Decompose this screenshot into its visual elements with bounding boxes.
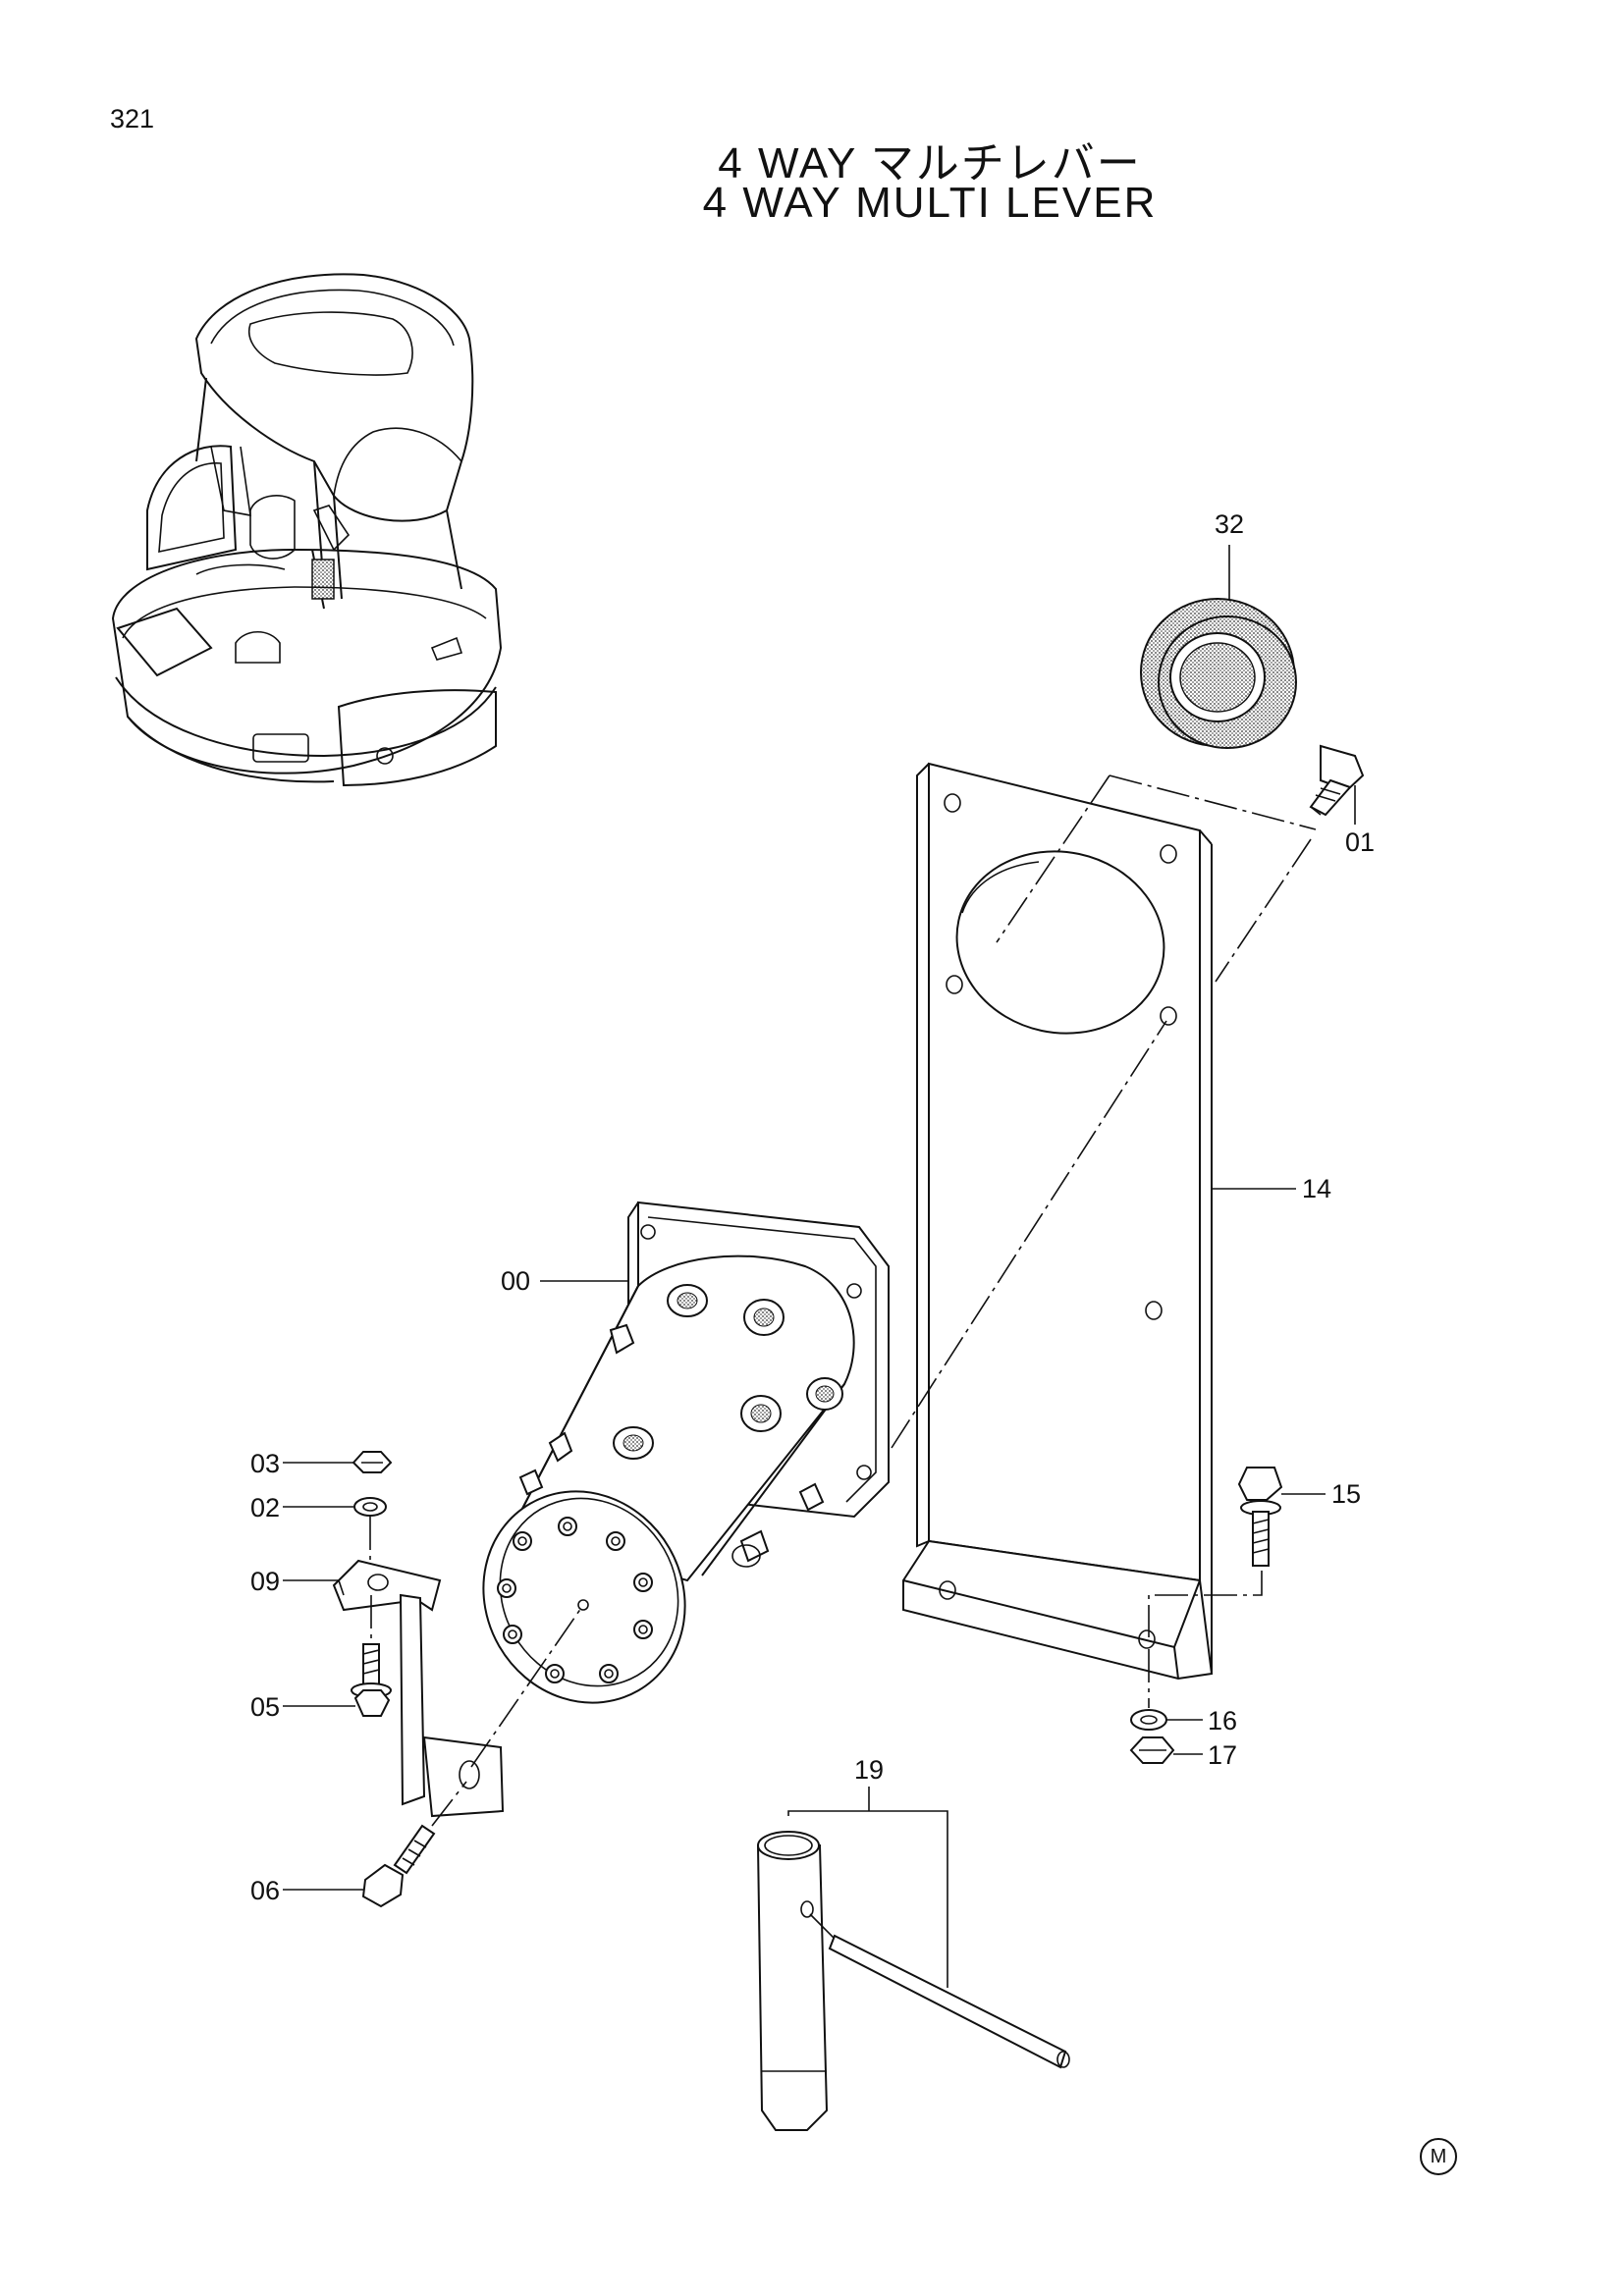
title-english: 4 WAY MULTI LEVER xyxy=(702,179,1158,227)
corner-mark: M xyxy=(1420,2138,1457,2175)
assembly-line-00-14 xyxy=(891,1020,1167,1449)
bracket-part-14 xyxy=(855,762,1214,1681)
callout-17: 17 xyxy=(1208,1740,1237,1770)
callout-16: 16 xyxy=(1208,1706,1237,1735)
bolt-part-01 xyxy=(1309,744,1365,817)
bolt-part-05 xyxy=(351,1643,392,1717)
assembly-line-15 xyxy=(1148,1571,1263,1637)
callout-32: 32 xyxy=(1215,509,1244,539)
machine-location-illustration xyxy=(111,273,503,787)
callout-03: 03 xyxy=(250,1449,280,1478)
valve-assembly-part-00 xyxy=(482,1201,890,1704)
end-face-bolts xyxy=(497,1517,653,1683)
nut-part-03 xyxy=(352,1451,393,1473)
bolt-part-15 xyxy=(1237,1467,1283,1567)
callout-02: 02 xyxy=(250,1493,280,1522)
callout-05: 05 xyxy=(250,1692,280,1722)
stay-part-09 xyxy=(332,1559,505,1818)
assembly-line-01-side xyxy=(1215,838,1312,983)
assembly-line-hole xyxy=(996,774,1110,943)
washer-part-16 xyxy=(1130,1709,1167,1731)
page-number: 321 xyxy=(110,104,155,133)
ports xyxy=(518,1284,843,1568)
assembly-line-01-top xyxy=(1109,774,1317,830)
assembly-line-09-00 xyxy=(470,1607,582,1768)
callout-09: 09 xyxy=(250,1567,280,1596)
bolt-part-06 xyxy=(361,1824,436,1908)
callout-00: 00 xyxy=(501,1266,530,1296)
callout-15: 15 xyxy=(1331,1479,1361,1509)
washer-part-02 xyxy=(353,1497,387,1517)
callout-14: 14 xyxy=(1302,1174,1331,1203)
callout-01: 01 xyxy=(1345,828,1375,857)
title-japanese: 4 WAY マルチレバー xyxy=(718,139,1142,187)
leader-19-bracket xyxy=(787,1810,948,1988)
nut-part-17 xyxy=(1129,1736,1175,1764)
callout-06: 06 xyxy=(250,1876,280,1905)
grommet-part-32 xyxy=(1140,598,1297,749)
callout-19: 19 xyxy=(854,1755,884,1785)
tool-part-19 xyxy=(756,1831,1070,2131)
